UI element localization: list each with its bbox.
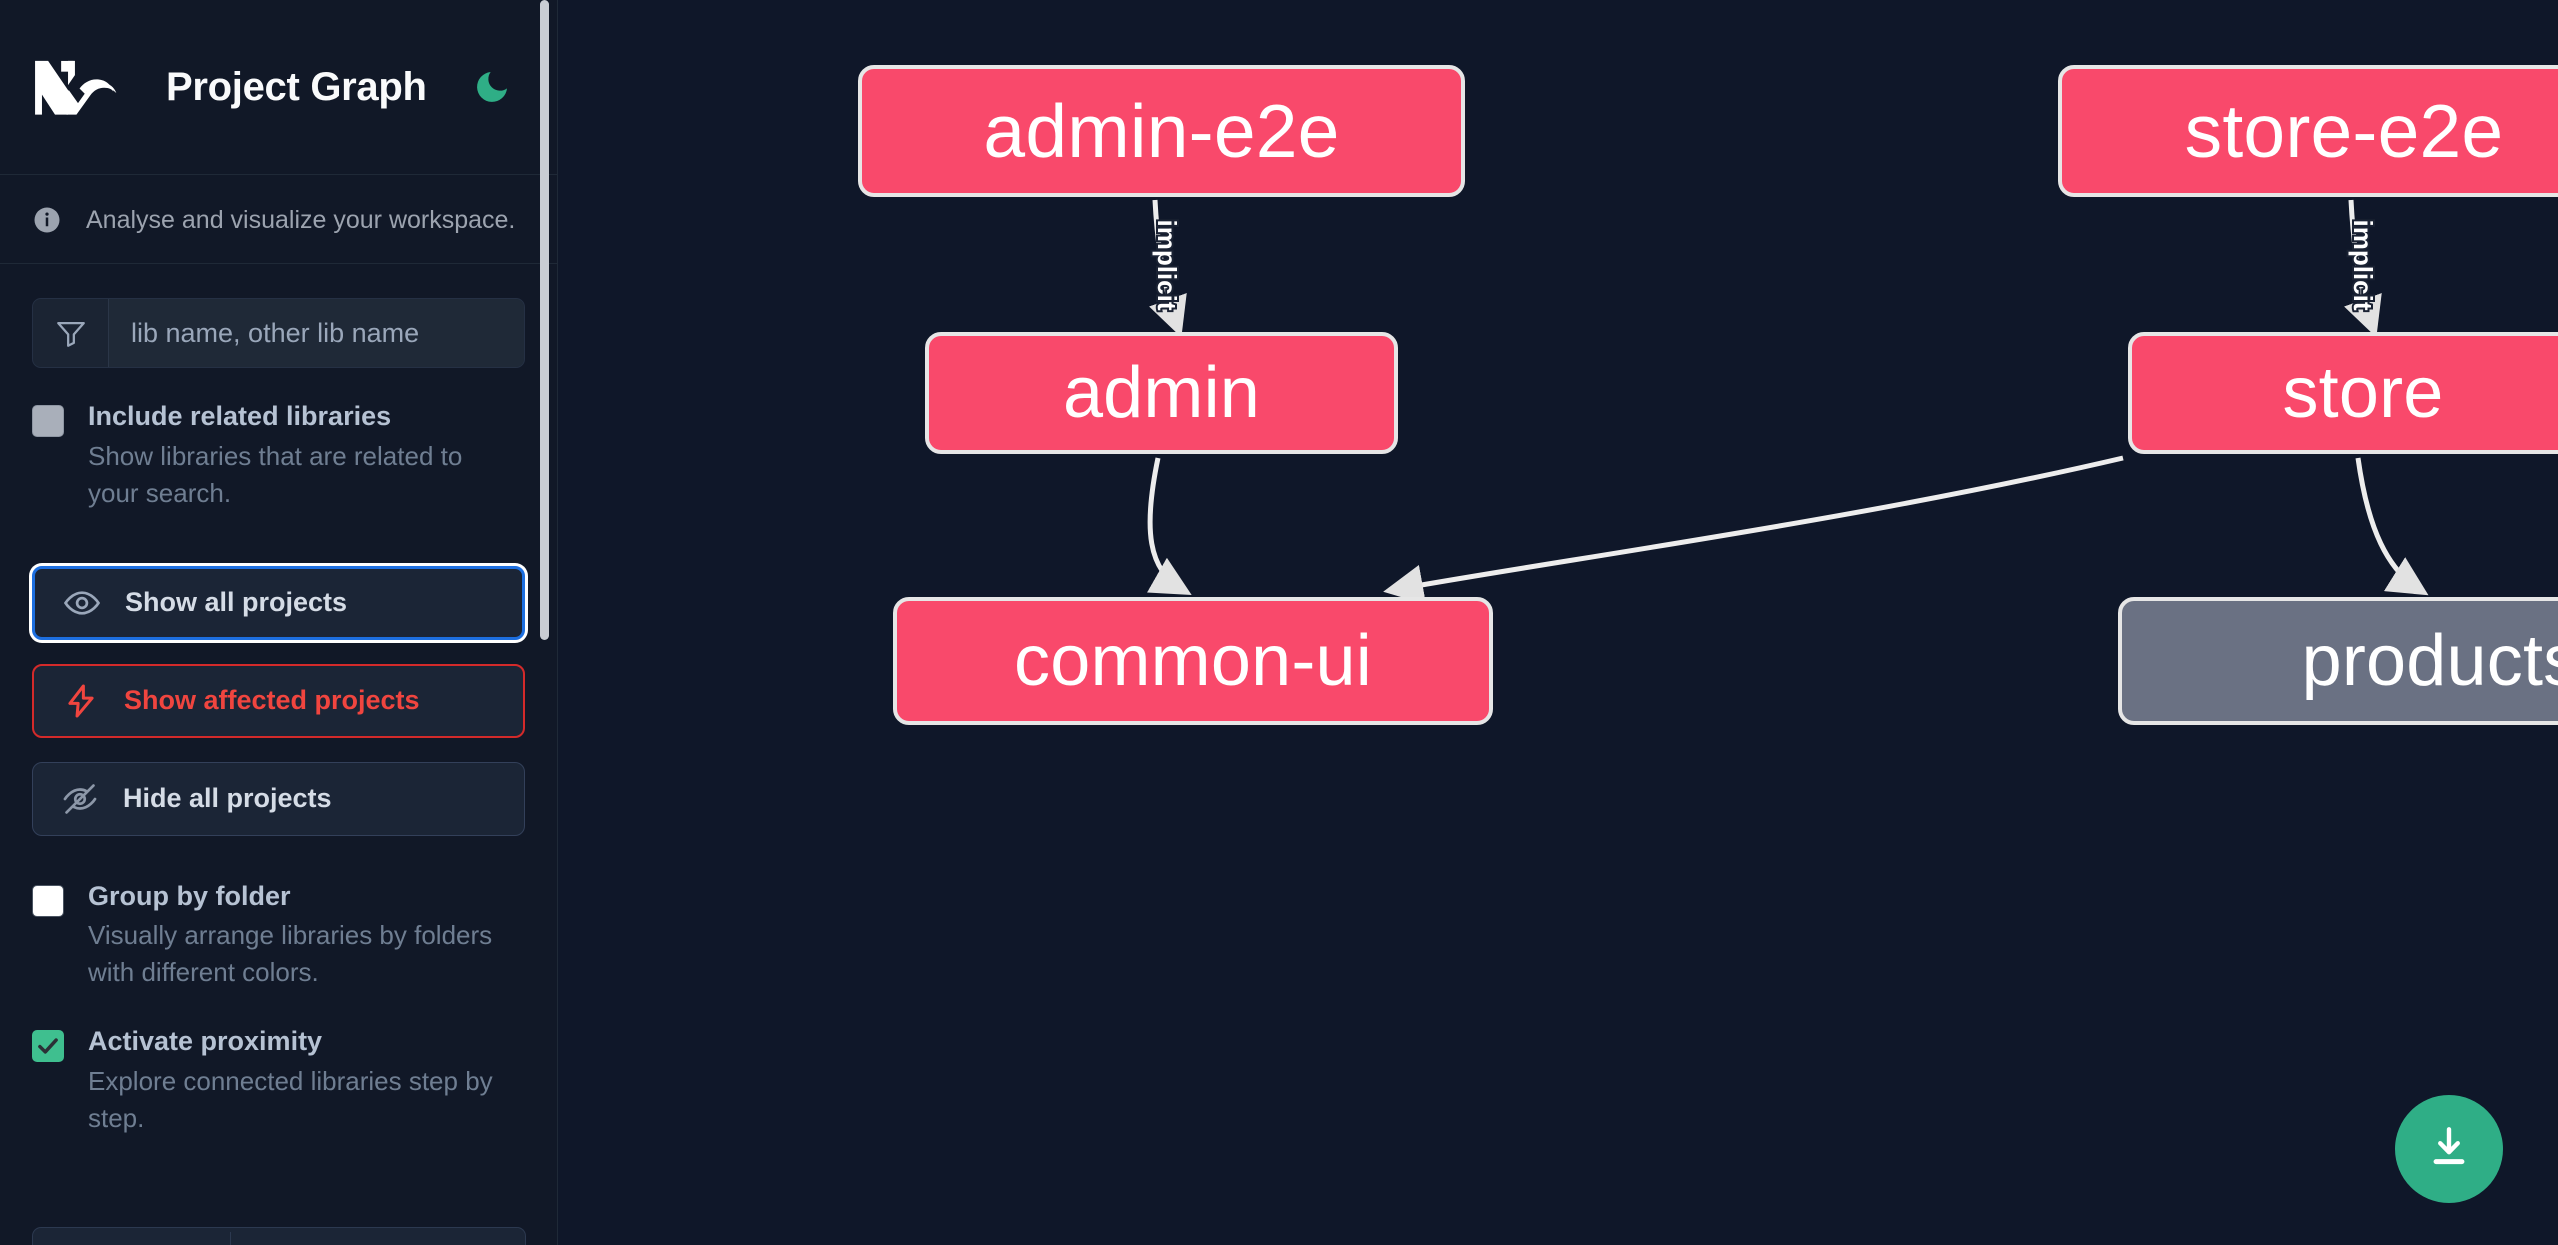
action-buttons: Show all projects Show affected projects [32,565,525,836]
graph-node-label: admin-e2e [983,89,1340,173]
graph-node-label: admin [1062,353,1261,433]
download-image-button[interactable] [2395,1095,2503,1203]
nx-logo-icon [32,56,124,118]
edge-admin-to-common-ui [1147,457,1192,595]
option-group-by-folder[interactable]: Group by folder Visually arrange librari… [32,880,525,992]
eye-icon [63,584,105,622]
sidebar-info-banner: Analyse and visualize your workspace. [0,175,557,264]
filter-icon[interactable] [33,299,109,367]
search-row [32,298,525,368]
hide-all-projects-button[interactable]: Hide all projects [32,761,525,836]
sidebar-scrollbar-thumb[interactable] [540,0,549,640]
show-affected-projects-label: Show affected projects [124,685,420,716]
show-affected-projects-button[interactable]: Show affected projects [32,663,525,738]
edge-store-e2e-to-store [2344,199,2382,338]
option-activate-proximity[interactable]: Activate proximity Explore connected lib… [32,1025,525,1137]
hide-all-projects-label: Hide all projects [123,783,332,814]
graph-node-label: products [2301,621,2558,701]
graph-edges: implicit implicit [1147,199,2429,605]
show-all-projects-label: Show all projects [125,587,348,618]
edge-store-to-common-ui [1383,455,2124,605]
include-related-libraries-label: Include related libraries [88,401,392,431]
info-circle-icon [32,205,62,235]
option-include-related-libraries[interactable]: Include related libraries Show libraries… [32,400,525,512]
activate-proximity-desc: Explore connected libraries step by step… [88,1065,493,1133]
proximity-stepper-control[interactable] [32,1227,526,1245]
graph-node-store-e2e[interactable]: store-e2e [2058,65,2558,197]
include-related-libraries-checkbox[interactable] [32,405,64,437]
group-by-folder-label: Group by folder [88,880,291,911]
graph-node-label: store [2282,353,2444,433]
graph-node-admin[interactable]: admin [925,332,1398,454]
graph-node-admin-e2e[interactable]: admin-e2e [858,65,1465,197]
group-by-folder-checkbox[interactable] [32,884,64,917]
moon-icon[interactable] [469,64,515,110]
stepper-divider [229,1232,231,1245]
edge-label-implicit-admin: implicit [1152,219,1182,310]
page-title: Project Graph [166,64,427,109]
graph-node-label: common-ui [1014,621,1372,701]
graph-node-common-ui[interactable]: common-ui [893,597,1493,725]
activate-proximity-label: Activate proximity [88,1026,323,1057]
graph-node-products[interactable]: products [2118,597,2558,725]
show-all-projects-button[interactable]: Show all projects [32,565,525,640]
graph-node-store[interactable]: store [2128,332,2558,454]
edge-admin-e2e-to-admin [1149,199,1187,338]
download-icon [2424,1122,2474,1177]
edge-store-to-products [2355,457,2429,596]
sidebar: Project Graph Analyse and visualize your… [0,0,558,1245]
lightning-bolt-icon [62,682,104,720]
sidebar-info-text: Analyse and visualize your workspace. [86,205,516,234]
sidebar-scrollbar[interactable] [540,0,549,1245]
sidebar-header: Project Graph [0,0,557,175]
group-by-folder-desc: Visually arrange libraries by folders wi… [88,920,493,988]
eye-off-icon [61,780,103,818]
sidebar-body: Include related libraries Show libraries… [0,298,557,1137]
activate-proximity-checkbox[interactable] [32,1030,64,1063]
edge-label-implicit-store: implicit [2348,219,2378,310]
graph-canvas[interactable]: implicit implicit admin-e2e store-e2e ad… [558,0,2558,1245]
include-related-libraries-desc: Show libraries that are related to your … [88,440,463,508]
search-input[interactable] [109,299,524,367]
graph-node-label: store-e2e [2184,89,2504,173]
